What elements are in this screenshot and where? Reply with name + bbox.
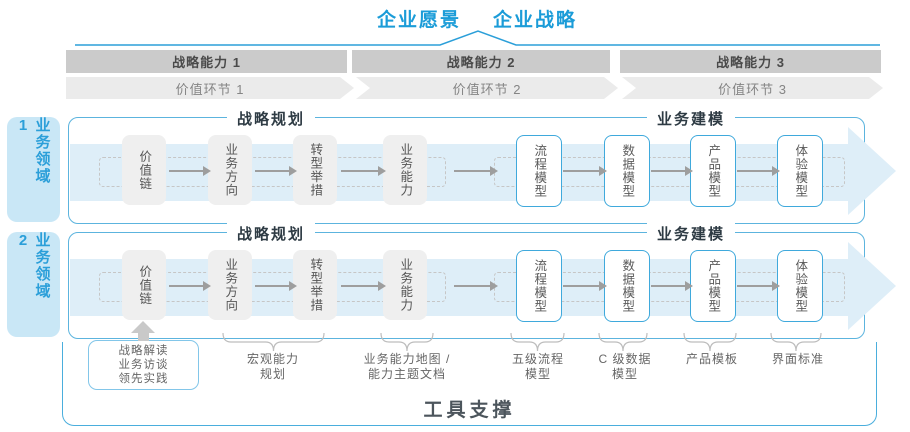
brace-icon	[510, 332, 565, 352]
dashed-placeholder-track	[99, 157, 446, 187]
flow-arrow-icon	[454, 281, 498, 291]
flow-arrow-icon	[737, 281, 780, 291]
flow-box-gray: 业务能力	[383, 135, 427, 205]
capability-band: 战略能力 1	[66, 50, 347, 73]
annotation-label: 界面标准	[723, 352, 873, 367]
flow-box-gray: 价值链	[122, 135, 166, 205]
flow-box-blue: 数据模型	[604, 250, 650, 322]
up-arrow-icon	[131, 321, 155, 341]
flow-box-gray: 业务方向	[208, 135, 252, 205]
flow-arrow-icon	[651, 166, 693, 176]
annotation-line: 业务访谈	[118, 359, 169, 371]
annotation-line: 业务能力地图 /	[363, 352, 451, 366]
annotation-line: 模型	[611, 367, 638, 381]
dashed-placeholder-track	[99, 272, 446, 302]
annotation-line: 规划	[259, 367, 286, 381]
top-connector-line	[75, 30, 880, 46]
flow-box-blue: 体验模型	[777, 135, 823, 207]
annotation-line: 战略解读	[118, 345, 169, 357]
flow-arrow-icon	[454, 166, 498, 176]
flow-box-blue: 产品模型	[690, 250, 736, 322]
domain-panel-1: 价值链业务方向转型举措 业务能力 流程模型数据模型产品模型体验模型 战略规划 业务建模	[68, 108, 896, 224]
annotation-label: 五级流程模型	[463, 352, 613, 382]
flow-box-blue: 体验模型	[777, 250, 823, 322]
flow-box-gray: 业务能力	[383, 250, 427, 320]
flow-arrow-icon	[169, 281, 211, 291]
flow-arrow-icon	[255, 281, 297, 291]
flow-arrow-icon	[563, 166, 607, 176]
flow-arrow-icon	[341, 166, 386, 176]
flow-box-blue: 流程模型	[516, 250, 562, 322]
domain-panel-2: 价值链业务方向转型举措 业务能力 流程模型数据模型产品模型体验模型 战略规划 业务建模	[68, 223, 896, 339]
enterprise-header: 企业愿景 企业战略	[22, 5, 910, 32]
business-modeling-title: 业务建模	[646, 108, 736, 129]
brace-icon	[222, 332, 325, 352]
strategy-planning-title: 战略规划	[226, 108, 316, 129]
tool-support-title: 工具支撑	[423, 400, 516, 421]
flow-band-arrowhead	[848, 242, 896, 330]
flow-band-arrowhead	[848, 127, 896, 215]
annotation-label: 宏观能力规划	[198, 352, 348, 382]
annotation-line: 界面标准	[771, 352, 824, 366]
annotation-label: 产品模板	[637, 352, 787, 367]
flow-box-gray: 转型举措	[293, 250, 337, 320]
brace-icon	[598, 332, 648, 352]
brace-icon	[683, 332, 737, 352]
domain-label-1: 业务领域 1	[7, 117, 60, 222]
annotation-line: 领先实践	[118, 373, 169, 385]
brace-icon	[770, 332, 822, 352]
up-arrow-head	[131, 321, 155, 333]
capability-band: 战略能力 2	[352, 50, 610, 73]
vision-title: 企业愿景	[376, 10, 461, 31]
value-band: 价值环节 2	[356, 77, 618, 99]
flow-box-gray: 价值链	[122, 250, 166, 320]
annotation-label: 业务能力地图 /能力主题文档	[332, 352, 482, 382]
annotation-label: C 级数据模型	[550, 352, 700, 382]
value-band: 价值环节 3	[622, 77, 883, 99]
brace-icon	[380, 332, 434, 352]
value-band: 价值环节 1	[66, 77, 354, 99]
flow-box-blue: 产品模型	[690, 135, 736, 207]
domain-label-2: 业务领域 2	[7, 232, 60, 337]
flow-box-gray: 业务方向	[208, 250, 252, 320]
flow-arrow-icon	[563, 281, 607, 291]
flow-arrow-icon	[169, 166, 211, 176]
flow-arrow-icon	[341, 281, 386, 291]
flow-arrow-icon	[255, 166, 297, 176]
annotation-line: 模型	[524, 367, 551, 381]
business-modeling-title: 业务建模	[646, 223, 736, 244]
up-arrow-stem	[137, 332, 149, 341]
strategy-planning-title: 战略规划	[226, 223, 316, 244]
flow-box-blue: 数据模型	[604, 135, 650, 207]
annotation-line: C 级数据	[598, 352, 652, 366]
capability-band: 战略能力 3	[620, 50, 881, 73]
strategy-title: 企业战略	[493, 10, 578, 31]
annotation-line: 能力主题文档	[367, 367, 446, 381]
annotation-line: 宏观能力	[246, 352, 299, 366]
flow-arrow-icon	[737, 166, 780, 176]
flow-box-gray: 转型举措	[293, 135, 337, 205]
flow-box-blue: 流程模型	[516, 135, 562, 207]
annotation-line: 产品模板	[685, 352, 738, 366]
annotation-line: 五级流程	[511, 352, 564, 366]
tool-support-container: 工具支撑	[62, 342, 877, 426]
flow-arrow-icon	[651, 281, 693, 291]
